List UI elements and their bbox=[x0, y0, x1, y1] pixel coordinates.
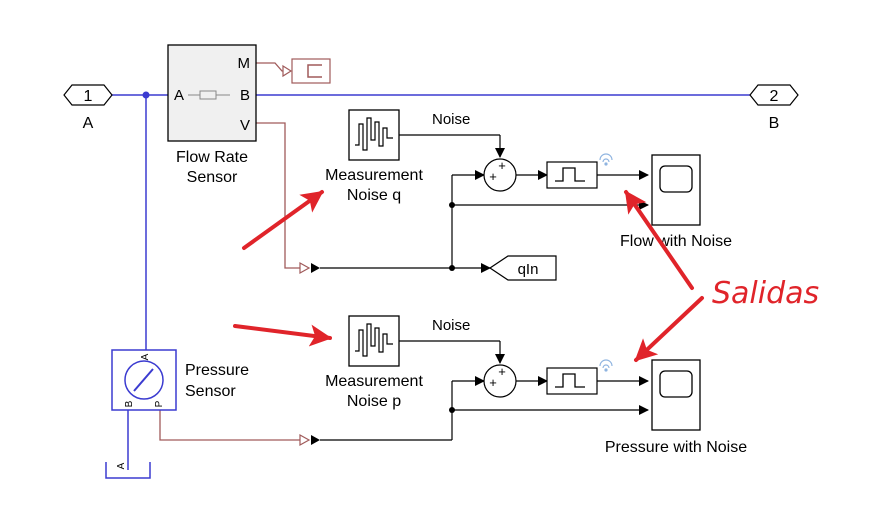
flow-sensor-title-2: Sensor bbox=[187, 169, 238, 186]
junction-dot bbox=[142, 91, 150, 99]
flow-sensor-title-1: Flow Rate bbox=[176, 149, 248, 166]
random-signal-icon bbox=[355, 117, 393, 151]
flow-sensor-port-m: M bbox=[238, 55, 251, 72]
noise-p-signal-label: Noise bbox=[432, 317, 470, 334]
sum-sign-left: + bbox=[489, 375, 497, 390]
reservoir-block[interactable]: A bbox=[105, 462, 151, 479]
noise-p-title-1: Measurement bbox=[325, 373, 423, 390]
sum-sign-left: + bbox=[489, 169, 497, 184]
random-signal-icon bbox=[355, 323, 393, 357]
scope-flow-title: Flow with Noise bbox=[620, 233, 732, 250]
wifi-icon bbox=[599, 359, 613, 372]
scope-pressure-title: Pressure with Noise bbox=[605, 439, 747, 456]
inport-1[interactable]: 1 bbox=[63, 84, 113, 106]
pressure-sensor-block[interactable]: A B P bbox=[111, 349, 177, 411]
goto-qin-block[interactable]: qIn bbox=[488, 255, 557, 281]
inport-number: 1 bbox=[84, 88, 93, 105]
pressure-sensor-title-1: Pressure bbox=[185, 362, 249, 379]
sum-sign-top: + bbox=[498, 364, 506, 379]
outport-2[interactable]: 2 bbox=[749, 84, 799, 106]
zero-order-hold-q[interactable] bbox=[546, 161, 598, 189]
goto-tag: qIn bbox=[518, 261, 539, 278]
flow-sensor-port-a: A bbox=[174, 87, 184, 104]
outport-label: B bbox=[769, 115, 780, 132]
noise-p-title-2: Noise p bbox=[347, 393, 401, 410]
terminator-block[interactable] bbox=[282, 58, 331, 84]
ps-simulink-converter-p[interactable] bbox=[299, 433, 320, 447]
sum-block-q[interactable]: + + bbox=[483, 158, 517, 192]
physical-connections bbox=[112, 94, 752, 470]
pressure-sensor-port-b: B bbox=[124, 400, 135, 407]
scope-flow-block[interactable] bbox=[651, 154, 701, 226]
noise-q-title-2: Noise q bbox=[347, 187, 401, 204]
measurement-noise-p-block[interactable] bbox=[348, 315, 400, 367]
junction-dot bbox=[449, 202, 455, 208]
sum-block-p[interactable]: + + bbox=[483, 364, 517, 398]
wifi-icon bbox=[599, 153, 613, 166]
pressure-signal-lines bbox=[320, 340, 649, 441]
pressure-sensor-port-p: P bbox=[154, 400, 165, 407]
flow-sensor-icon bbox=[188, 90, 230, 100]
pressure-sensor-port-a: A bbox=[140, 353, 151, 360]
measurement-noise-q-block[interactable] bbox=[348, 109, 400, 161]
flow-signal-lines bbox=[320, 134, 649, 273]
scope-pressure-block[interactable] bbox=[651, 359, 701, 431]
annotation-salidas: Salidas bbox=[712, 276, 819, 311]
noise-q-title-1: Measurement bbox=[325, 167, 423, 184]
flow-sensor-port-v: V bbox=[240, 117, 250, 134]
ps-simulink-converter-q[interactable] bbox=[299, 261, 320, 275]
reservoir-port-a: A bbox=[116, 462, 127, 469]
inport-label: A bbox=[83, 115, 94, 132]
sum-sign-top: + bbox=[498, 158, 506, 173]
zero-order-hold-p[interactable] bbox=[546, 367, 598, 395]
flow-rate-sensor-block[interactable]: A M B V bbox=[167, 44, 257, 142]
junction-dot bbox=[449, 407, 455, 413]
flow-sensor-port-b: B bbox=[240, 87, 250, 104]
pressure-sensor-title-2: Sensor bbox=[185, 383, 236, 400]
outport-number: 2 bbox=[770, 88, 779, 105]
junction-dot bbox=[449, 265, 455, 271]
noise-q-signal-label: Noise bbox=[432, 111, 470, 128]
gauge-needle bbox=[133, 368, 154, 392]
annotation-arrows bbox=[233, 190, 704, 362]
